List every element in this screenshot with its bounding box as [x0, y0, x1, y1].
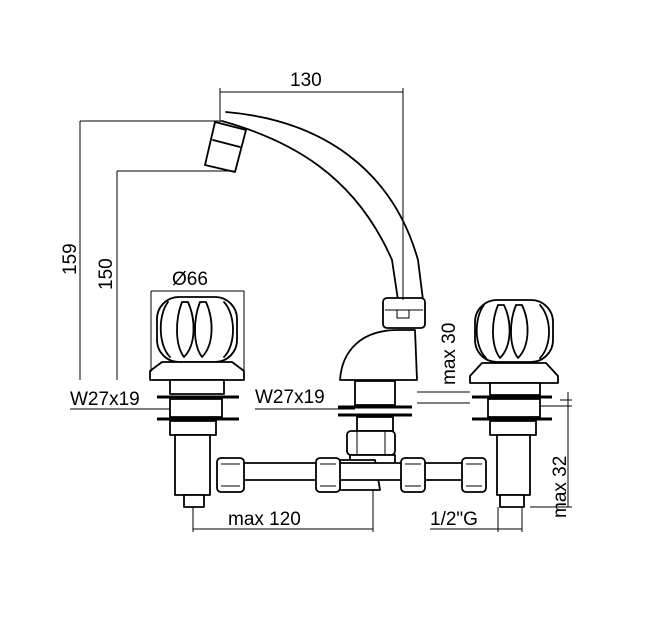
center-body	[338, 329, 418, 491]
dim-max-mount-thickness: max 30	[439, 323, 460, 385]
dim-connection: 1/2"G	[430, 509, 478, 530]
dim-thread-left: W27x19	[70, 389, 140, 410]
dim-total-height: 159	[60, 243, 81, 275]
spout	[204, 111, 426, 329]
dimension-lines	[70, 88, 572, 532]
dim-spout-height: 150	[96, 258, 117, 290]
dim-thread-center: W27x19	[255, 387, 325, 408]
cross-pipe	[216, 457, 487, 493]
right-valve	[469, 299, 559, 508]
dim-max-spacing: max 120	[228, 509, 301, 530]
dim-spout-reach: 130	[290, 70, 322, 91]
left-valve	[149, 296, 245, 508]
dim-handle-diameter: Ø66	[172, 269, 208, 290]
dim-max-connection: max 32	[550, 456, 571, 518]
